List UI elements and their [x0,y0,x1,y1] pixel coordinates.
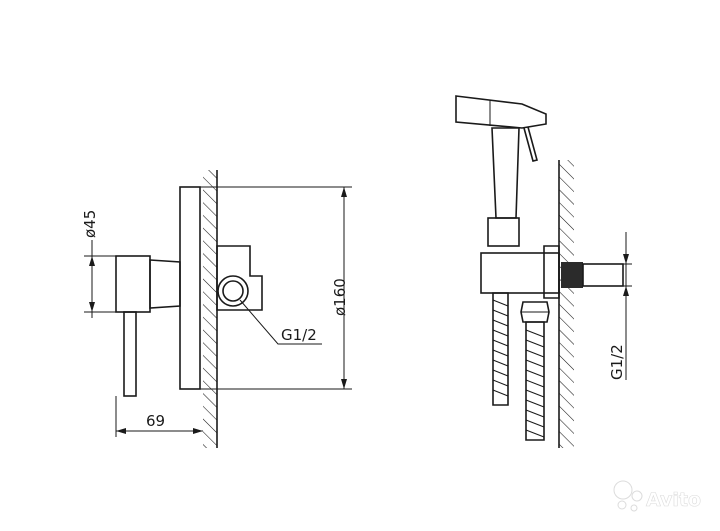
mixer-lever [123,311,137,397]
thread-label-right: G1/2 [608,344,626,380]
shower-head [455,95,547,129]
cover-plate [179,186,201,390]
watermark: Avito [613,480,701,512]
wall-insert [561,262,583,288]
thread-leader-left [239,299,322,345]
mixer-body [115,255,151,313]
holder-bracket [480,252,560,294]
inlet-ring [217,275,249,307]
diameter-arrow-top [341,187,347,197]
mixer-neck [149,259,181,309]
thread-label-left: G1/2 [281,326,317,344]
holder-cup [543,245,560,299]
shower-grip [491,127,520,219]
shower-trigger [523,126,538,162]
right-wall-hatch [559,160,574,448]
hose-right [525,321,545,441]
diameter-arrow-bottom [341,379,347,389]
diameter-label: ø160 [331,278,349,316]
outlet-pipe [582,263,624,287]
shower-view: G1/2 [455,95,632,448]
height-arrow-top [89,256,95,266]
width-label: 69 [146,412,165,430]
mixer-view: G1/2 ø45 ø160 69 [81,170,352,448]
hose-left [492,292,509,406]
width-arrow-left [116,428,126,434]
height-arrow-bottom [89,302,95,312]
width-arrow-right [193,428,203,434]
watermark-text: Avito [646,489,701,511]
thread-arrow-top [623,254,629,264]
inlet-fitting [216,245,263,311]
height-label: ø45 [81,210,99,238]
thread-arrow-bottom [623,286,629,296]
avito-logo-icon [613,480,643,512]
left-wall-hatch [203,170,217,448]
shower-grip-base [487,217,520,247]
inlet-bore [222,280,244,302]
